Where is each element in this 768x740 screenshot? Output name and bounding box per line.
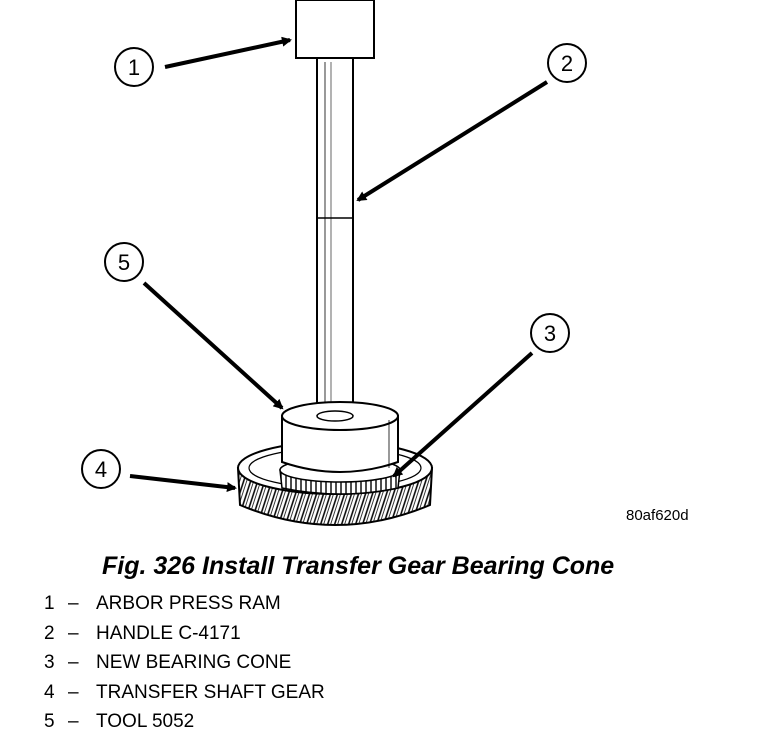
handle-c-4171 (316, 57, 354, 421)
legend-sep: – (68, 711, 79, 732)
legend-item: 1–ARBOR PRESS RAM (44, 592, 325, 622)
legend-item: 5–TOOL 5052 (44, 710, 325, 740)
svg-text:3: 3 (544, 321, 556, 346)
leader-arrow-4 (129, 474, 237, 493)
callout-1: 1 (114, 47, 154, 87)
legend-sep: – (68, 652, 79, 673)
svg-text:5: 5 (118, 250, 130, 275)
leader-arrow-5 (142, 281, 284, 410)
legend-label: HANDLE C-4171 (96, 622, 241, 644)
legend-label: ARBOR PRESS RAM (96, 593, 281, 614)
diagram-illustration: 1 2 3 4 5 (81, 0, 587, 526)
legend-label: NEW BEARING CONE (96, 652, 292, 673)
figure-caption: Fig. 326 Install Transfer Gear Bearing C… (102, 552, 615, 580)
leader-arrow-2 (356, 80, 549, 202)
legend-list: 1–ARBOR PRESS RAM 2–HANDLE C-4171 3–NEW … (44, 592, 325, 740)
svg-text:2: 2 (561, 51, 573, 76)
legend-item: 4–TRANSFER SHAFT GEAR (44, 681, 325, 711)
tool-5052 (281, 401, 399, 473)
legend-num: 5 (44, 711, 55, 732)
legend-item: 3–NEW BEARING CONE (44, 651, 325, 681)
legend-num: 3 (44, 652, 55, 673)
legend-sep: – (68, 622, 79, 644)
callout-3: 3 (530, 313, 570, 353)
image-code: 80af620d (626, 507, 689, 524)
legend-item: 2–HANDLE C-4171 (44, 622, 325, 652)
arbor-press-ram (295, 0, 375, 59)
svg-text:4: 4 (95, 457, 107, 482)
callout-4: 4 (81, 449, 121, 489)
leader-arrow-3 (392, 351, 534, 478)
legend-sep: – (68, 593, 79, 614)
legend-num: 2 (44, 622, 55, 644)
svg-text:1: 1 (128, 55, 140, 80)
leader-arrow-1 (164, 36, 292, 69)
callout-5: 5 (104, 242, 144, 282)
legend-label: TRANSFER SHAFT GEAR (96, 681, 325, 703)
legend-label: TOOL 5052 (96, 711, 195, 732)
legend-num: 4 (44, 681, 55, 703)
legend-sep: – (68, 681, 79, 703)
legend-num: 1 (44, 593, 55, 614)
callout-2: 2 (547, 43, 587, 83)
